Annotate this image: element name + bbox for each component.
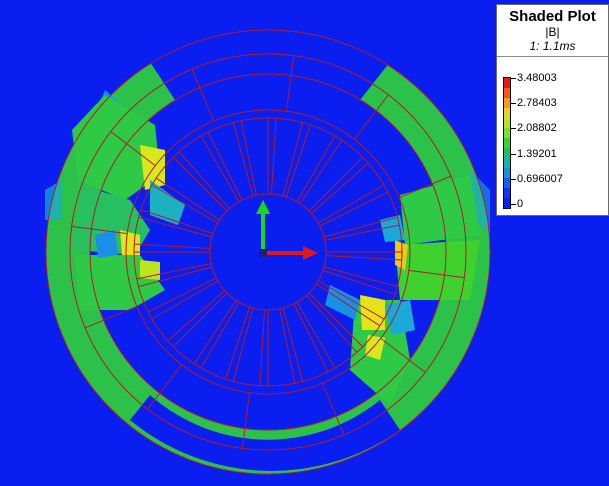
- y-axis-arrow-icon: [256, 200, 270, 214]
- axis-triad: [256, 200, 318, 260]
- legend-tick-label: 1.39201: [517, 147, 557, 160]
- stator-slot-line: [285, 55, 295, 112]
- legend-tick-mark: [511, 78, 516, 79]
- stator-slot-line: [71, 225, 128, 235]
- stator-slot-line: [408, 269, 465, 279]
- rotor-tooth-line: [306, 292, 364, 353]
- legend-divider: [497, 56, 608, 57]
- rotor-tooth-line: [138, 209, 214, 238]
- stator-slot-line: [241, 392, 251, 449]
- rotor-tooth-line: [200, 131, 243, 203]
- legend-tick-label: 0.696007: [517, 172, 563, 185]
- rotor-tooth-line: [167, 290, 228, 348]
- rotor-tooth-line: [232, 120, 257, 197]
- rotor-tooth-line: [267, 118, 277, 195]
- rotor-tooth-line: [225, 306, 254, 382]
- rotor-tooth-line: [282, 122, 311, 198]
- rotor-tooth-line: [279, 307, 304, 384]
- stator-slot-line: [147, 364, 183, 410]
- legend-tick-label: 0: [517, 198, 524, 210]
- legend-time: 1: 1.1ms: [529, 39, 576, 53]
- stator-poles-left: [72, 95, 185, 310]
- legend-tick-mark: [511, 103, 516, 105]
- legend-tick-label: 2.78403: [517, 97, 557, 110]
- stator-slot-line: [321, 382, 345, 436]
- legend-tick-label: 2.08802: [517, 122, 557, 135]
- rotor-tooth-line: [151, 177, 220, 224]
- rotor-tooth-line: [136, 263, 213, 288]
- legend-tick-label: 3.48003: [517, 72, 557, 84]
- rotor-tooth-line: [134, 243, 211, 253]
- legend-title: Shaded Plot: [509, 8, 596, 25]
- legend-tick-mark: [511, 204, 516, 205]
- stator-slot-line: [353, 94, 389, 140]
- rotor-tooth-line: [259, 309, 269, 386]
- legend-tick-mark: [511, 153, 516, 155]
- stator-slot-line: [191, 68, 215, 122]
- rotor-tooth-line: [325, 251, 402, 261]
- rotor-tooth-line: [296, 135, 343, 204]
- rotor-tooth-line: [193, 300, 240, 369]
- rotor-tooth-line: [172, 151, 230, 212]
- legend-tick-mark: [511, 178, 516, 180]
- stator-slot-line: [84, 305, 138, 329]
- legend-quantity: |B|: [545, 25, 560, 39]
- rotor-tooth-line: [322, 266, 398, 295]
- stator-poles-right: [325, 175, 480, 405]
- stator-slot-line: [398, 175, 452, 199]
- legend-panel: Shaded Plot |B| 1: 1.1ms 3.48003 2.78403 2…: [496, 4, 609, 216]
- legend-color-bar: [503, 77, 511, 209]
- rotor-tooth-line: [316, 280, 385, 327]
- rotor-tooth-line: [147, 277, 219, 320]
- rotor-tooth-line: [293, 301, 336, 373]
- x-axis-arrow-icon: [303, 246, 318, 260]
- stator-slot-line: [380, 337, 426, 373]
- rotor-tooth-line: [323, 216, 400, 241]
- rotor-tooth-line: [308, 156, 369, 214]
- legend-tick-mark: [511, 128, 516, 130]
- rotor-teeth-lines: [71, 55, 465, 449]
- stator-slot-line: [110, 131, 156, 167]
- rotor-tooth-line: [317, 184, 389, 227]
